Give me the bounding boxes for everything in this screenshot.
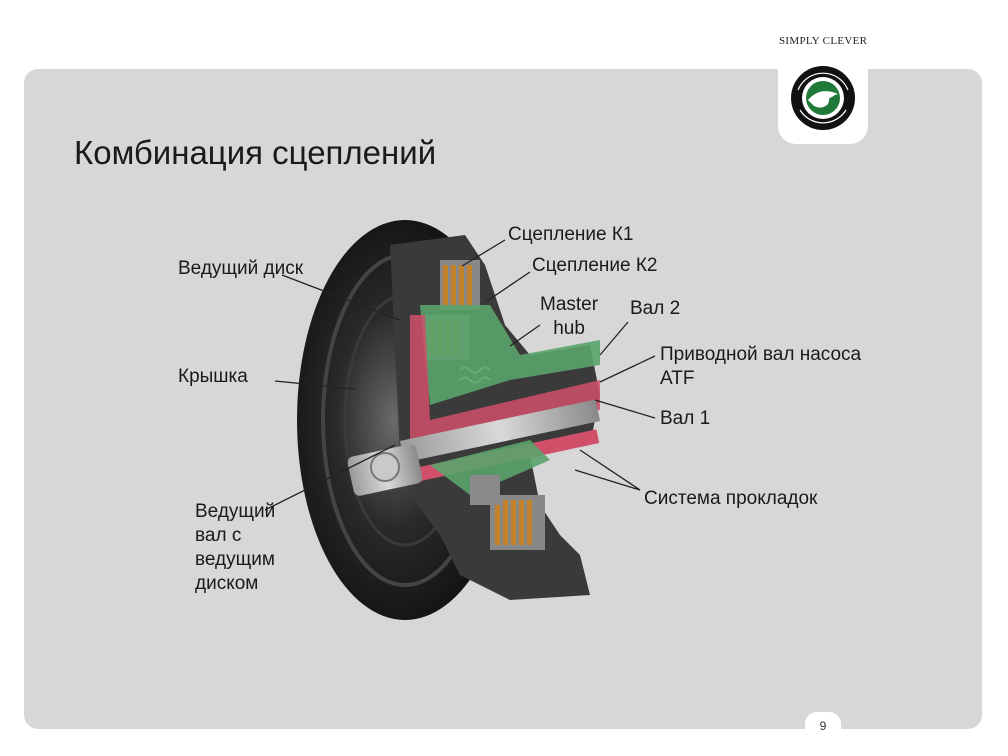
label-clutch-k2: Сцепление К2 xyxy=(532,255,658,276)
dual-clutch-cutaway-icon xyxy=(297,220,601,620)
label-clutch-k1: Сцепление К1 xyxy=(508,224,634,245)
page-number: 9 xyxy=(805,712,841,738)
label-seal-system: Система прокладок xyxy=(644,488,818,509)
label-shaft-1: Вал 1 xyxy=(660,408,711,429)
tagline: SIMPLY CLEVER xyxy=(779,35,868,47)
label-shaft-2: Вал 2 xyxy=(630,298,681,319)
slide-title: Комбинация сцеплений xyxy=(74,134,437,171)
skoda-logo-icon xyxy=(791,66,855,130)
label-drive-disc: Ведущий диск xyxy=(178,258,304,279)
label-master-hub: Master hub xyxy=(540,294,599,339)
label-drive-shaft: Ведущий вал с ведущим диском xyxy=(195,501,276,594)
label-atf-pump-shaft: Приводной вал насоса ATF xyxy=(660,344,862,389)
label-cover: Крышка xyxy=(178,366,248,387)
